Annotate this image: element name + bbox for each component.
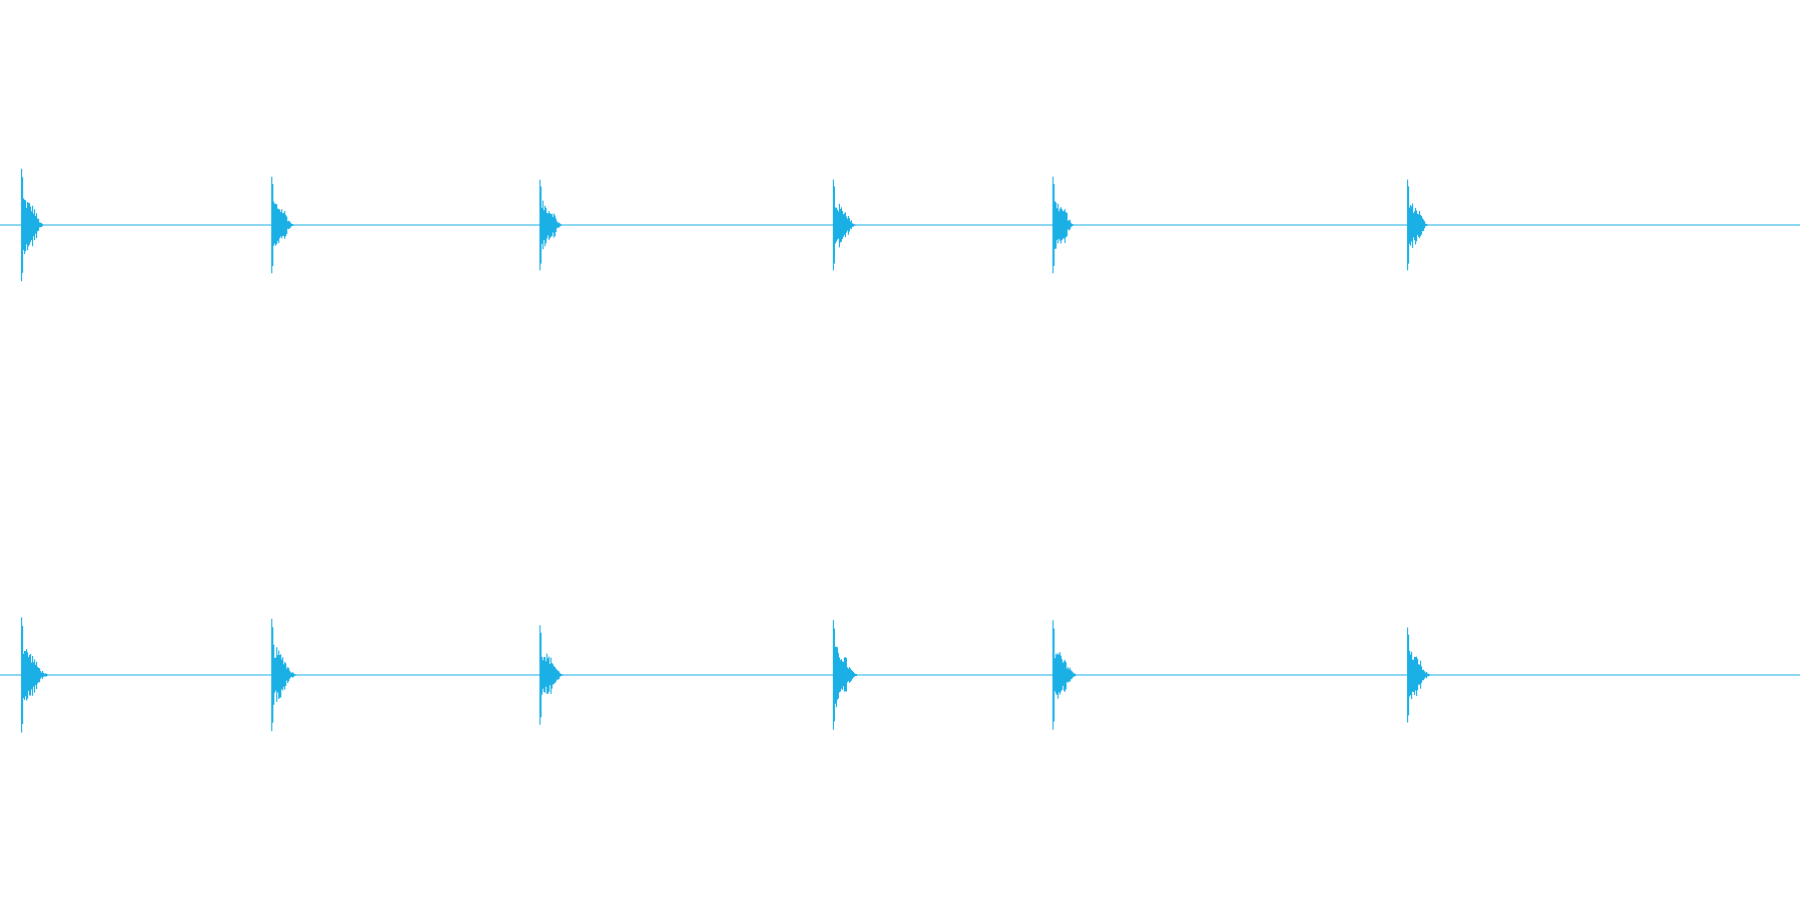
transient-hit xyxy=(539,625,566,725)
transient-waveform-path xyxy=(832,179,857,271)
transient-hit xyxy=(271,176,296,274)
transient-waveform-path xyxy=(271,618,299,732)
transient-waveform-path xyxy=(1407,179,1431,271)
transient-hit xyxy=(21,168,46,282)
transient-waveform-path xyxy=(539,179,564,271)
transient-hit xyxy=(832,179,857,271)
transient-waveform-path xyxy=(21,168,46,282)
transient-waveform-path xyxy=(271,176,296,274)
transient-hit xyxy=(1052,620,1079,730)
transient-hit xyxy=(271,618,299,732)
transient-hit xyxy=(1407,179,1431,271)
transient-waveform-path xyxy=(1052,620,1079,730)
transient-hit xyxy=(1407,627,1433,723)
transient-waveform-path xyxy=(21,617,51,733)
transient-hit xyxy=(832,620,859,730)
transient-hit xyxy=(539,179,564,271)
transient-waveform-path xyxy=(832,620,859,730)
transient-waveform-path xyxy=(1052,176,1076,274)
waveform-channel-right xyxy=(0,617,1800,733)
transient-waveform-path xyxy=(539,625,566,725)
transient-hit xyxy=(1052,176,1076,274)
waveform-channel-left xyxy=(0,168,1800,282)
transient-hit xyxy=(21,617,51,733)
transient-waveform-path xyxy=(1407,627,1433,723)
